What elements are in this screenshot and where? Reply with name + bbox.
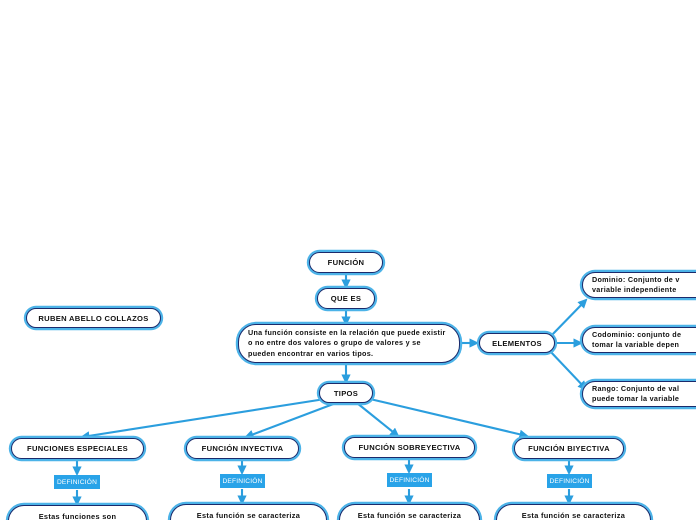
author-label: RUBEN ABELLO COLLAZOS: [38, 313, 149, 323]
edge-tipos-to-sobreyectiva: [356, 402, 400, 438]
badge-label: DEFINICIÓN: [549, 477, 590, 485]
funcion-sobreyectiva-label: FUNCIÓN SOBREYECTIVA: [358, 443, 461, 452]
rango-label: Rango: Conjunto de val puede tomar la va…: [592, 383, 680, 403]
funcion-inyectiva-label: FUNCIÓN INYECTIVA: [201, 444, 284, 453]
badge-definicion-sobreyectiva[interactable]: DEFINICIÓN: [387, 473, 432, 487]
detail-text: Estas funciones son: [38, 512, 117, 520]
node-definition[interactable]: Una función consiste en la relación que …: [238, 324, 460, 363]
tipos-label: TIPOS: [333, 388, 359, 398]
edge-tipos-to-especiales: [79, 397, 326, 441]
funciones-especiales-label: FUNCIONES ESPECIALES: [27, 444, 128, 453]
node-funciones-especiales[interactable]: FUNCIONES ESPECIALES: [11, 438, 144, 459]
que-es-label: QUE ES: [330, 294, 362, 303]
node-detail-biyectiva[interactable]: Esta función se caracteriza: [496, 504, 651, 520]
elementos-label: ELEMENTOS: [492, 338, 542, 348]
root-node-funcion[interactable]: FUNCIÓN: [309, 252, 383, 273]
detail-text: Esta función se caracteriza: [357, 511, 462, 520]
badge-label: DEFINICIÓN: [56, 478, 98, 486]
node-rango[interactable]: Rango: Conjunto de val puede tomar la va…: [582, 381, 696, 407]
node-detail-sobreyectiva[interactable]: Esta función se caracteriza: [339, 504, 480, 520]
node-que-es[interactable]: QUE ES: [317, 288, 375, 309]
codominio-label: Codominio: conjunto de tomar la variable…: [592, 329, 682, 349]
definition-text: Una función consiste en la relación que …: [248, 327, 446, 358]
funcion-biyectiva-label: FUNCIÓN BIYECTIVA: [528, 444, 610, 453]
badge-definicion-biyectiva[interactable]: DEFINICIÓN: [547, 474, 592, 488]
node-funcion-biyectiva[interactable]: FUNCIÓN BIYECTIVA: [514, 438, 624, 459]
node-funcion-sobreyectiva[interactable]: FUNCIÓN SOBREYECTIVA: [344, 437, 475, 458]
edge-tipos-to-inyectiva: [244, 402, 337, 439]
node-codominio[interactable]: Codominio: conjunto de tomar la variable…: [582, 327, 696, 353]
node-detail-inyectiva[interactable]: Esta función se caracteriza: [170, 504, 327, 520]
edge-elementos-to-rango: [548, 349, 588, 391]
node-funcion-inyectiva[interactable]: FUNCIÓN INYECTIVA: [186, 438, 299, 459]
root-label: FUNCIÓN: [327, 258, 365, 267]
edge-tipos-to-biyectiva: [369, 397, 530, 439]
badge-label: DEFINICIÓN: [389, 476, 430, 484]
node-dominio[interactable]: Dominio: Conjunto de v variable independ…: [582, 272, 696, 298]
edge-elementos-to-dominio: [548, 298, 588, 339]
node-elementos[interactable]: ELEMENTOS: [479, 333, 555, 353]
detail-text: Esta función se caracteriza: [196, 511, 301, 520]
badge-label: DEFINICIÓN: [222, 477, 263, 485]
badge-definicion-especiales[interactable]: DEFINICIÓN: [54, 475, 100, 489]
node-tipos[interactable]: TIPOS: [319, 383, 373, 403]
badge-definicion-inyectiva[interactable]: DEFINICIÓN: [220, 474, 265, 488]
detail-text: Esta función se caracteriza: [521, 511, 626, 520]
dominio-label: Dominio: Conjunto de v variable independ…: [592, 274, 680, 294]
node-detail-especiales[interactable]: Estas funciones son: [8, 505, 147, 520]
author-node[interactable]: RUBEN ABELLO COLLAZOS: [26, 308, 161, 328]
